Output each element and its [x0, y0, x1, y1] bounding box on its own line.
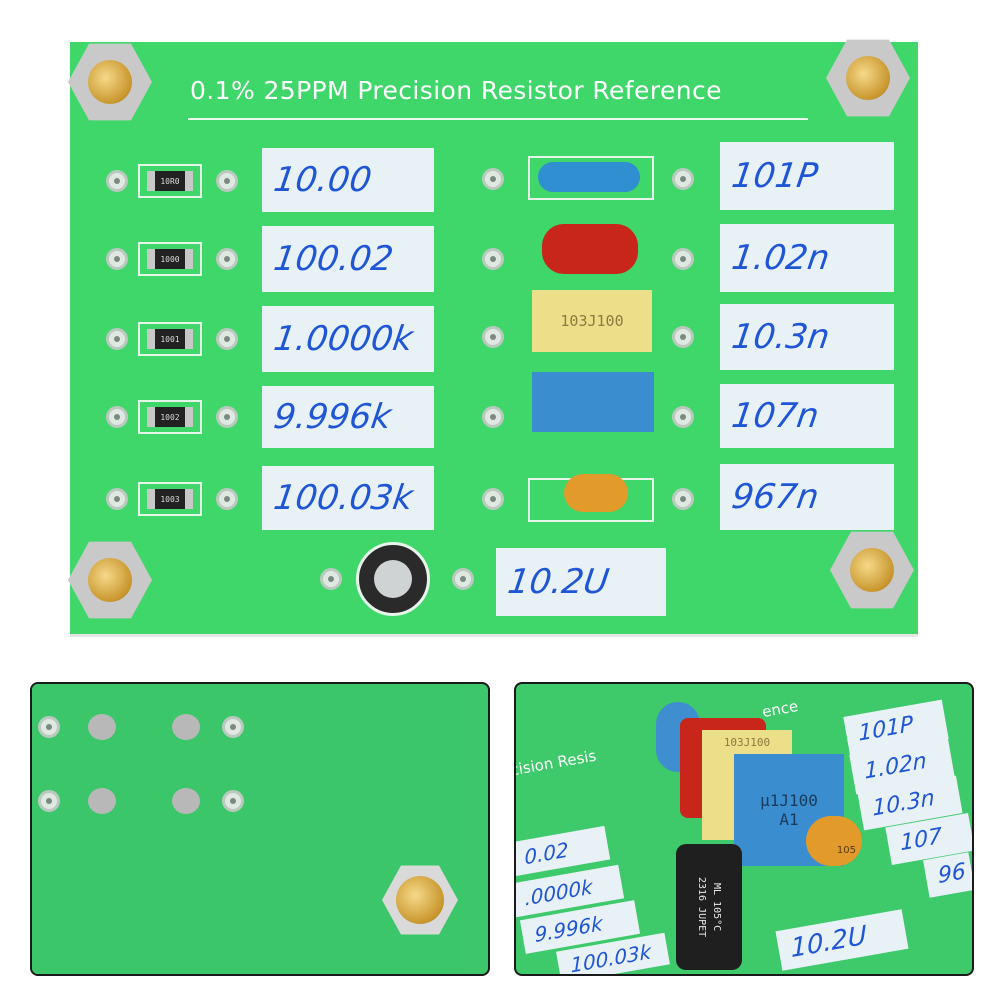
- smd-outline: [138, 482, 202, 516]
- solder-joint: [172, 788, 200, 814]
- cap-outline: [528, 156, 654, 200]
- smd-outline: [138, 400, 202, 434]
- pad: [672, 248, 694, 270]
- solder-joint: [172, 714, 200, 740]
- pad: [482, 406, 504, 428]
- pad: [672, 326, 694, 348]
- pad: [106, 248, 128, 270]
- orange-ceramic-capacitor: 105: [806, 816, 862, 866]
- solder-joint: [88, 714, 116, 740]
- pad: [222, 790, 244, 812]
- ceramic-capacitor-orange: [564, 474, 628, 512]
- board-title: 0.1% 25PPM Precision Resistor Reference: [190, 76, 722, 105]
- pad: [38, 790, 60, 812]
- inset-back-side: [30, 682, 490, 976]
- blue-film-capacitor-marking-2: A1: [779, 810, 799, 829]
- electrolytic-capacitor: ML 105°C 2316 JUPET: [676, 844, 742, 970]
- pad: [482, 248, 504, 270]
- resistor-value-label: 100.03k: [262, 466, 434, 530]
- pad: [216, 488, 238, 510]
- capacitor-top: [374, 560, 412, 598]
- pad: [672, 488, 694, 510]
- pad: [452, 568, 474, 590]
- pad: [672, 168, 694, 190]
- resistor-value-label: 9.996k: [262, 386, 434, 448]
- pad: [216, 170, 238, 192]
- smd-resistor: 10R0: [147, 171, 193, 191]
- resistor-value-label: 10.00: [262, 148, 434, 212]
- mounting-nut-bottom-left: [68, 540, 152, 620]
- pad: [482, 488, 504, 510]
- board-title-fragment-2: ence: [760, 696, 800, 722]
- electrolytic-marking: ML 105°C: [711, 882, 722, 932]
- pad: [320, 568, 342, 590]
- blue-film-capacitor-marking: µ1J100: [760, 791, 818, 810]
- pad: [222, 716, 244, 738]
- pad: [482, 326, 504, 348]
- capacitor-value-label: 10.3n: [720, 304, 894, 370]
- resistor-value-label: 100.02: [262, 226, 434, 292]
- inset-label-right: 96: [923, 852, 972, 898]
- smd-resistor: 1002: [147, 407, 193, 427]
- electrolytic-value-label: 10.2U: [496, 548, 666, 616]
- capacitor-value-label: 101P: [720, 142, 894, 210]
- capacitor-value-label: 1.02n: [720, 224, 894, 292]
- pad: [216, 406, 238, 428]
- solder-joint: [88, 788, 116, 814]
- pad: [106, 328, 128, 350]
- red-film-capacitor: [542, 224, 638, 274]
- smd-outline: [138, 164, 202, 198]
- yellow-film-capacitor: 103J100: [532, 290, 652, 352]
- board-title-fragment: cision Resis: [514, 746, 598, 780]
- electrolytic-capacitor: [356, 542, 430, 616]
- smd-resistor: 1000: [147, 249, 193, 269]
- pad: [216, 248, 238, 270]
- pad: [482, 168, 504, 190]
- smd-outline: [138, 242, 202, 276]
- title-underline: [188, 118, 808, 120]
- blue-film-capacitor: [532, 372, 654, 432]
- pcb-board: 0.1% 25PPM Precision Resistor Reference …: [70, 42, 918, 634]
- resistor-value-label: 1.0000k: [262, 306, 434, 372]
- pad: [216, 328, 238, 350]
- inset-label-bottom: 10.2U: [775, 909, 909, 971]
- pad: [672, 406, 694, 428]
- capacitor-value-label: 107n: [720, 384, 894, 448]
- electrolytic-marking-2: 2316 JUPET: [696, 876, 707, 938]
- smd-resistor: 1003: [147, 489, 193, 509]
- smd-resistor: 1001: [147, 329, 193, 349]
- standoff-nut: [382, 865, 458, 935]
- capacitor-value-label: 967n: [720, 464, 894, 530]
- pad: [106, 406, 128, 428]
- pad: [106, 170, 128, 192]
- smd-outline: [138, 322, 202, 356]
- inset-angled-view: cision Resis ence 101P 1.02n 10.3n 107 9…: [514, 682, 974, 976]
- pad: [38, 716, 60, 738]
- mounting-nut-top-left: [68, 42, 152, 122]
- mounting-nut-bottom-right: [830, 530, 914, 610]
- mounting-nut-top-right: [826, 38, 910, 118]
- ceramic-capacitor-blue: [538, 162, 640, 192]
- pad: [106, 488, 128, 510]
